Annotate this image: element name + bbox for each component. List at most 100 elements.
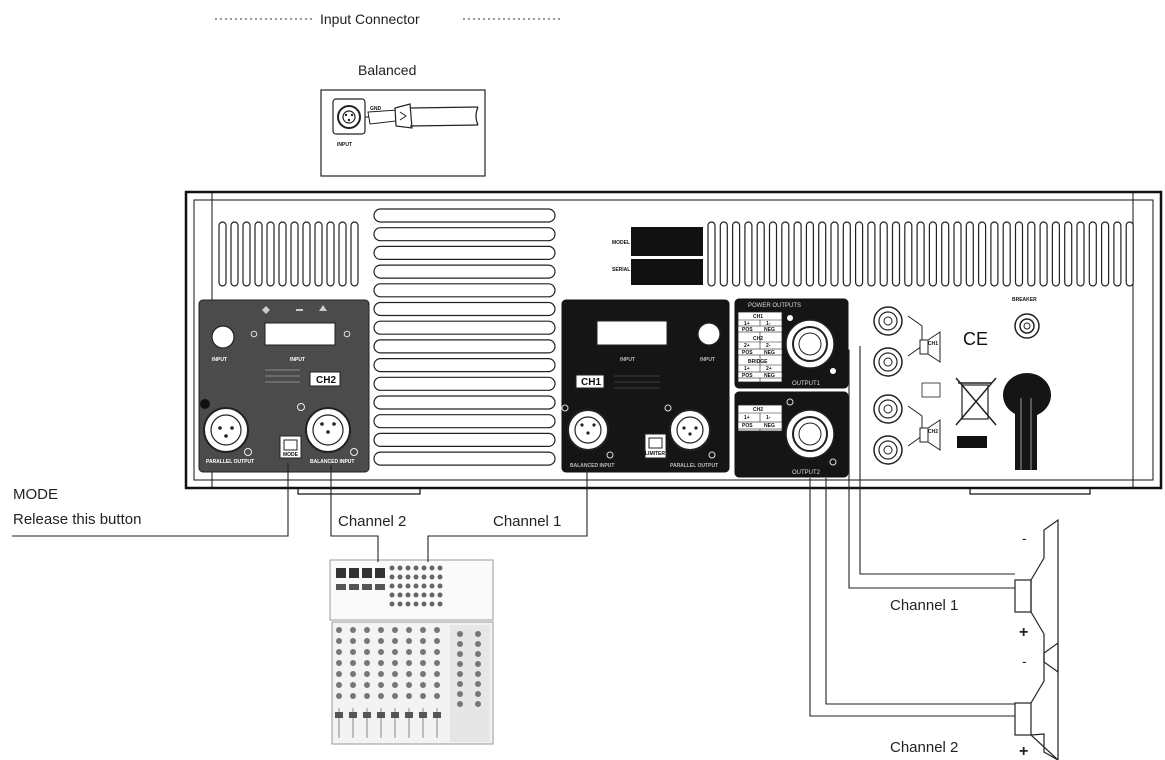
ch2-parallel-output-label: PARALLEL OUTPUT <box>206 459 254 465</box>
vent-slot <box>373 376 556 391</box>
model-label: MODEL <box>612 240 630 246</box>
ch2-badge: CH2 <box>316 375 336 386</box>
mode-callout-title: MODE <box>13 486 58 503</box>
vent-slot <box>830 221 839 287</box>
svg-text:2+: 2+ <box>766 366 772 372</box>
svg-text:1-: 1- <box>766 415 771 421</box>
vent-slot <box>278 221 287 287</box>
vent-slot <box>373 414 556 429</box>
vent-slot <box>867 221 876 287</box>
vent-slot <box>1113 221 1122 287</box>
vent-slot <box>373 432 556 447</box>
power-cord <box>1003 373 1051 470</box>
svg-text:NEG: NEG <box>764 423 775 429</box>
speaker-ch1-wire-a <box>846 349 1015 589</box>
ch1-badge: CH1 <box>581 377 601 388</box>
vent-slots-center <box>373 208 556 466</box>
vent-slot <box>990 221 999 287</box>
vent-slot <box>373 320 556 335</box>
vent-slot <box>904 221 913 287</box>
vent-slot <box>373 283 556 298</box>
vent-slot <box>373 245 556 260</box>
vent-slot <box>928 221 938 287</box>
model-serial-plate: MODEL SERIAL <box>612 227 703 285</box>
speaker-ch2-wire-a <box>809 478 1015 717</box>
binding-post-diagram: CH1 CH2 <box>907 315 941 451</box>
vent-slot <box>1076 221 1085 287</box>
vent-slots-left <box>218 221 359 287</box>
vent-slot <box>266 221 275 287</box>
vent-slot <box>373 339 556 354</box>
inset-input-label: INPUT <box>337 142 352 148</box>
power-outputs-label: POWER OUTPUTS <box>748 303 801 309</box>
vent-slot <box>254 221 263 287</box>
vent-slot <box>1014 221 1024 287</box>
vent-slot <box>373 227 556 242</box>
ce-mark: CE <box>963 329 988 349</box>
ch1-input-label-right: INPUT <box>700 357 715 363</box>
breaker-button[interactable] <box>1014 313 1040 339</box>
vent-slots-right <box>707 221 1134 287</box>
output2-label: OUTPUT2 <box>792 470 821 476</box>
speaker-channel-2: - + <box>1014 641 1059 760</box>
vent-slot <box>781 221 790 287</box>
vent-slot <box>1088 221 1097 287</box>
vent-slot <box>965 221 974 287</box>
vent-slot <box>891 221 901 287</box>
vent-slot <box>953 221 962 287</box>
speaker-channel-2-label: Channel 2 <box>890 739 958 756</box>
ch2-output2-table-label: CH2 <box>753 407 763 413</box>
vent-slot <box>302 221 311 287</box>
vent-slot <box>1064 221 1073 287</box>
svg-text:NEG: NEG <box>764 350 775 356</box>
ch2-display-window <box>264 322 336 346</box>
mixer-ch2-cable <box>330 465 379 562</box>
vent-slot <box>719 221 728 287</box>
vent-slot <box>1027 221 1036 287</box>
ch1-input-module: INPUT INPUT CH1 BALANCED INPUT LIMITER P… <box>561 299 730 473</box>
speaker-ch1-plus: + <box>1019 624 1028 641</box>
vent-slot <box>731 221 741 287</box>
vent-slot <box>218 221 227 287</box>
wiring <box>12 346 1015 717</box>
vent-slot <box>756 221 765 287</box>
vent-slot <box>941 221 950 287</box>
svg-text:POS: POS <box>742 423 753 429</box>
vent-slot <box>373 358 556 373</box>
vent-slot <box>1039 221 1048 287</box>
speaker-ch2-minus: - <box>1022 653 1027 669</box>
ch2-input-module: INPUT INPUT CH2 PARALLEL OUTPUT MODE BAL… <box>198 299 370 473</box>
ch1-input-jack[interactable] <box>697 322 721 346</box>
svg-text:1+: 1+ <box>744 415 750 421</box>
ch1-display-window <box>596 320 668 346</box>
breaker-label: BREAKER <box>1012 297 1037 303</box>
balanced-label: Balanced <box>358 62 416 78</box>
weee-bin-icon <box>955 377 997 448</box>
mixer-console <box>329 559 494 745</box>
speaker-ch1-minus: - <box>1022 530 1027 546</box>
vent-slot <box>768 221 778 287</box>
output1-label: OUTPUT1 <box>792 381 821 387</box>
vent-slot <box>1002 221 1011 287</box>
ch2-input-jack[interactable] <box>211 325 235 349</box>
vent-slot <box>230 221 239 287</box>
vent-slot <box>373 264 556 279</box>
vent-slot <box>744 221 753 287</box>
svg-text:2-: 2- <box>766 343 771 349</box>
svg-text:POS: POS <box>742 350 753 356</box>
bridge-pin-table-label: BRIDGE <box>748 359 768 365</box>
svg-text:POS: POS <box>742 327 753 333</box>
power-outputs-module: POWER OUTPUTS CH1 1+ 1- POS NEG CH2 2+ 2… <box>734 298 849 478</box>
vent-slot <box>818 221 827 287</box>
vent-slot <box>242 221 251 287</box>
binding-ch2-label: CH2 <box>928 429 938 435</box>
svg-text:NEG: NEG <box>764 327 775 333</box>
speaker-ch2-wire-b <box>825 478 1015 705</box>
limiter-switch-label: LIMITER <box>645 451 665 457</box>
vent-slot <box>793 221 802 287</box>
vent-slot <box>1125 221 1134 287</box>
vent-slot <box>977 221 987 287</box>
page-title: Input Connector <box>320 11 420 27</box>
vent-slot <box>707 221 716 287</box>
